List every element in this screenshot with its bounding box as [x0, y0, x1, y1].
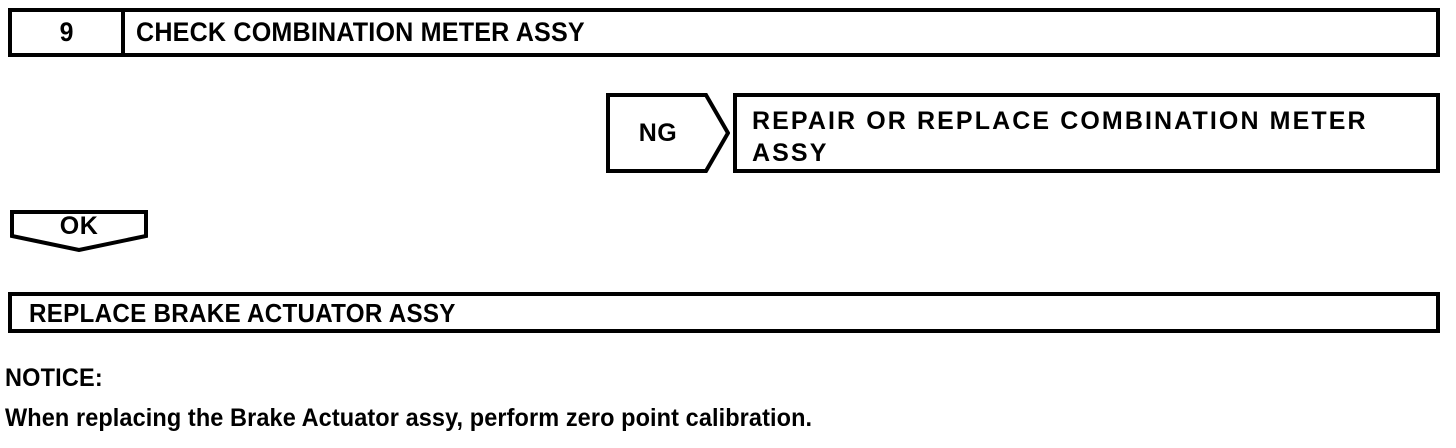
notice-body: When replacing the Brake Actuator assy, …: [5, 404, 813, 432]
final-action-text: REPLACE BRAKE ACTUATOR ASSY: [29, 297, 456, 328]
ng-arrow-right-icon: NG: [606, 93, 730, 173]
step-number-cell: 9: [12, 12, 125, 53]
step-title-cell: CHECK COMBINATION METER ASSY: [125, 12, 1436, 53]
ok-branch-label: OK: [59, 211, 99, 240]
step-title: CHECK COMBINATION METER ASSY: [136, 17, 585, 47]
step-number: 9: [59, 17, 74, 47]
notice-block: NOTICE: When replacing the Brake Actuato…: [5, 366, 1205, 431]
ng-result-box: REPAIR OR REPLACE COMBINATION METER ASSY: [733, 93, 1440, 173]
final-action-box: REPLACE BRAKE ACTUATOR ASSY: [8, 292, 1440, 333]
ok-arrow-down-icon: OK: [10, 210, 148, 252]
notice-heading: NOTICE:: [5, 364, 103, 392]
ng-branch-label: NG: [638, 118, 678, 147]
step-header-row: 9 CHECK COMBINATION METER ASSY: [8, 8, 1440, 57]
ng-result-text: REPAIR OR REPLACE COMBINATION METER ASSY: [752, 107, 1368, 167]
